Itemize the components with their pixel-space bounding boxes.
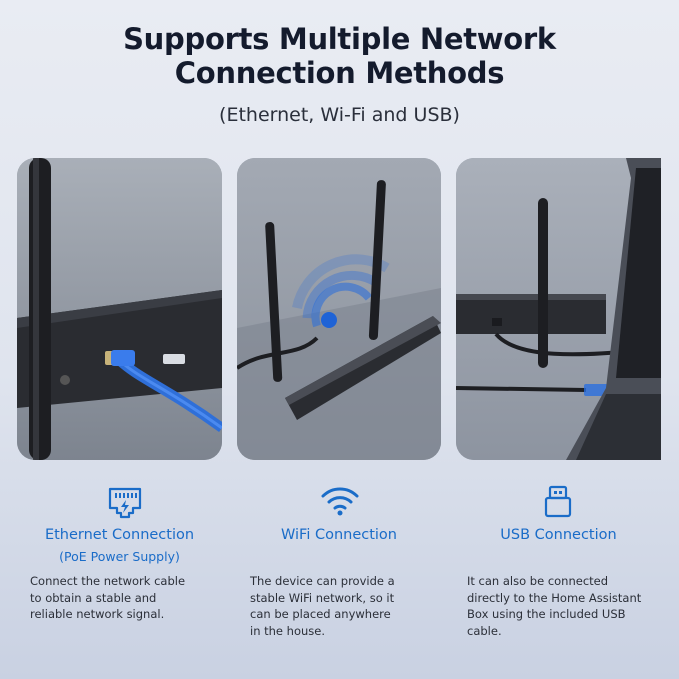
description-line: in the house.: [250, 623, 326, 638]
description-line: stable WiFi network, so it: [250, 590, 395, 605]
description-line: to obtain a stable and: [30, 590, 157, 605]
description-line: cable.: [467, 623, 502, 638]
title-line-1: Supports Multiple Network: [123, 22, 556, 56]
wifi-feature-title: WiFi Connection: [280, 527, 397, 543]
usb-icon: [544, 485, 572, 518]
description-line: reliable network signal.: [30, 607, 165, 621]
ethernet-port-icon: [108, 487, 142, 519]
description-line: Box using the included USB: [467, 607, 626, 621]
page-subtitle: (Ethernet, Wi-Fi and USB): [219, 104, 460, 126]
ethernet-feature-subtitle: (PoE Power Supply): [59, 549, 180, 564]
description-line: The device can provide a: [250, 574, 395, 588]
usb-feature-description: It can also be connected directly to the…: [467, 573, 672, 639]
wifi-feature-description: The device can provide a stable WiFi net…: [250, 573, 440, 639]
wifi-icon: [321, 487, 359, 516]
description-line: can be placed anywhere: [250, 607, 391, 621]
ethernet-photo: [17, 158, 222, 460]
wifi-photo: [237, 158, 441, 460]
ethernet-feature-description: Connect the network cable to obtain a st…: [30, 573, 220, 623]
description-line: It can also be connected: [467, 574, 609, 588]
usb-photo: [456, 158, 661, 460]
title-line-2: Connection Methods: [174, 56, 505, 90]
usb-feature-title: USB Connection: [500, 527, 617, 543]
page-title: Supports Multiple Network Connection Met…: [0, 22, 679, 90]
description-line: directly to the Home Assistant: [467, 590, 642, 605]
description-line: Connect the network cable: [30, 574, 186, 588]
ethernet-feature-title: Ethernet Connection: [44, 527, 195, 543]
